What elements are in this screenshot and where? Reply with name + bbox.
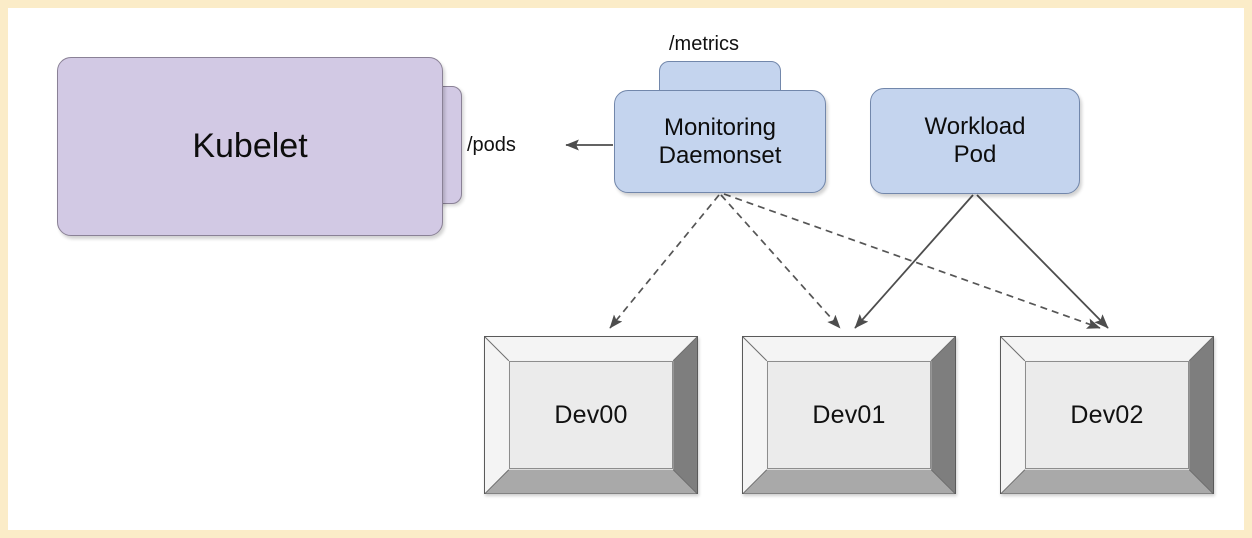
node-dev01[interactable]: Dev01 (742, 336, 956, 494)
edge-workload-to-dev01 (854, 194, 974, 329)
node-workload-pod[interactable]: Workload Pod (870, 88, 1080, 194)
node-monitoring-daemonset-label: Monitoring Daemonset (658, 113, 782, 169)
dev01-bevel (743, 337, 955, 494)
dev02-bevel (1001, 337, 1213, 494)
edge-daemonset-to-dev02 (723, 193, 1101, 329)
dev02-face: Dev02 (1025, 361, 1189, 469)
dev00-bevel (485, 337, 697, 494)
edge-daemonset-to-dev00 (609, 194, 720, 329)
node-dev02-label: Dev02 (1070, 400, 1144, 429)
edge-label-pods: /pods (467, 134, 516, 156)
node-monitoring-daemonset[interactable]: Monitoring Daemonset (614, 90, 826, 193)
edge-daemonset-to-dev01 (720, 194, 841, 329)
edge-workload-to-dev02 (976, 194, 1109, 329)
node-workload-pod-label: Workload Pod (924, 113, 1026, 168)
dev00-face: Dev00 (509, 361, 673, 469)
node-kubelet-label: Kubelet (192, 126, 308, 165)
node-dev02[interactable]: Dev02 (1000, 336, 1214, 494)
node-kubelet[interactable]: Kubelet (57, 57, 443, 236)
node-dev01-label: Dev01 (812, 400, 886, 429)
edge-label-metrics: /metrics (669, 33, 739, 55)
node-dev00[interactable]: Dev00 (484, 336, 698, 494)
node-dev00-label: Dev00 (554, 400, 628, 429)
dev01-face: Dev01 (767, 361, 931, 469)
